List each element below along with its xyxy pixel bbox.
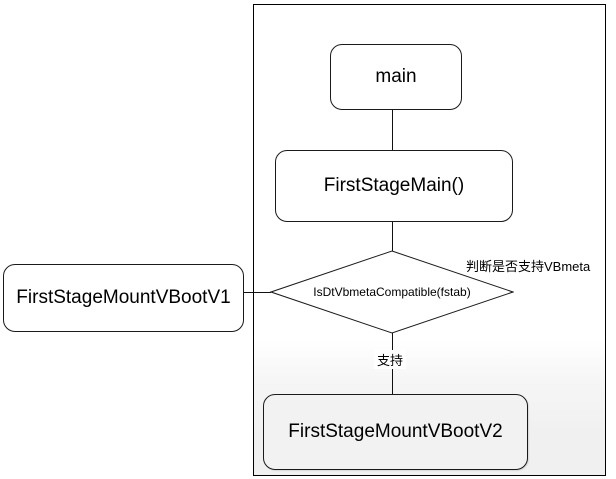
node-mount-vboot-v1[interactable]: FirstStageMountVBootV1 <box>3 264 244 332</box>
edge-decision-to-mount-vboot-v1 <box>244 292 271 293</box>
node-mount-vboot-v2[interactable]: FirstStageMountVBootV2 <box>263 394 528 470</box>
node-mount-vboot-v1-label: FirstStageMountVBootV1 <box>16 286 231 308</box>
node-first-stage-main-label: FirstStageMain() <box>323 174 465 196</box>
edge-first-stage-main-to-decision <box>392 222 393 251</box>
node-decision-vbmeta[interactable]: IsDtVbmetaCompatible(fstab) <box>270 250 514 334</box>
node-mount-vboot-v2-label: FirstStageMountVBootV2 <box>288 420 503 442</box>
node-main-label: main <box>375 65 417 87</box>
node-main[interactable]: main <box>330 44 462 110</box>
node-decision-vbmeta-label: IsDtVbmetaCompatible(fstab) <box>313 285 471 299</box>
node-first-stage-main[interactable]: FirstStageMain() <box>275 150 513 222</box>
edge-label-decision-to-v2: 支持 <box>374 350 407 369</box>
annotation-vbmeta-note: 判断是否支持VBmeta <box>466 259 591 274</box>
diamond-shape-icon <box>270 250 514 334</box>
edge-main-to-first-stage-main <box>392 110 393 150</box>
